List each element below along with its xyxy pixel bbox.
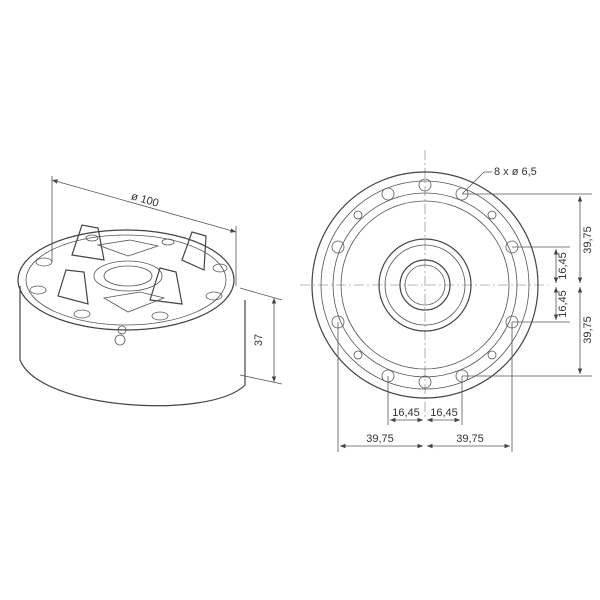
isometric-view: ø 100 37 xyxy=(17,176,283,407)
top-holes xyxy=(29,234,228,321)
dim-bottom-outer-left: 39,75 xyxy=(366,433,394,445)
diameter-label: ø 100 xyxy=(130,190,160,209)
dim-right-inner-top: 16,45 xyxy=(557,252,569,280)
dim-right-inner-bottom: 16,45 xyxy=(557,290,569,318)
height-dimension: 37 xyxy=(239,287,283,385)
front-view: 8 x ø 6,5 39,75 16,45 16,45 39,75 xyxy=(300,150,594,452)
hole-callout-label: 8 x ø 6,5 xyxy=(494,166,537,178)
jaw-group xyxy=(57,224,207,313)
dim-right-top: 39,75 xyxy=(582,226,594,254)
dim-right-bottom: 39,75 xyxy=(582,316,594,344)
chuck-face xyxy=(311,171,539,399)
bottom-dimensions: 16,45 16,45 39,75 39,75 xyxy=(337,322,513,452)
hole-callout: 8 x ø 6,5 xyxy=(461,166,537,195)
height-label: 37 xyxy=(253,334,265,346)
dim-bottom-inner-left: 16,45 xyxy=(392,407,420,419)
dim-bottom-outer-right: 39,75 xyxy=(456,433,484,445)
dim-bottom-inner-right: 16,45 xyxy=(430,407,458,419)
right-dimensions: 39,75 16,45 16,45 39,75 xyxy=(462,193,594,377)
chuck-body xyxy=(17,229,246,407)
